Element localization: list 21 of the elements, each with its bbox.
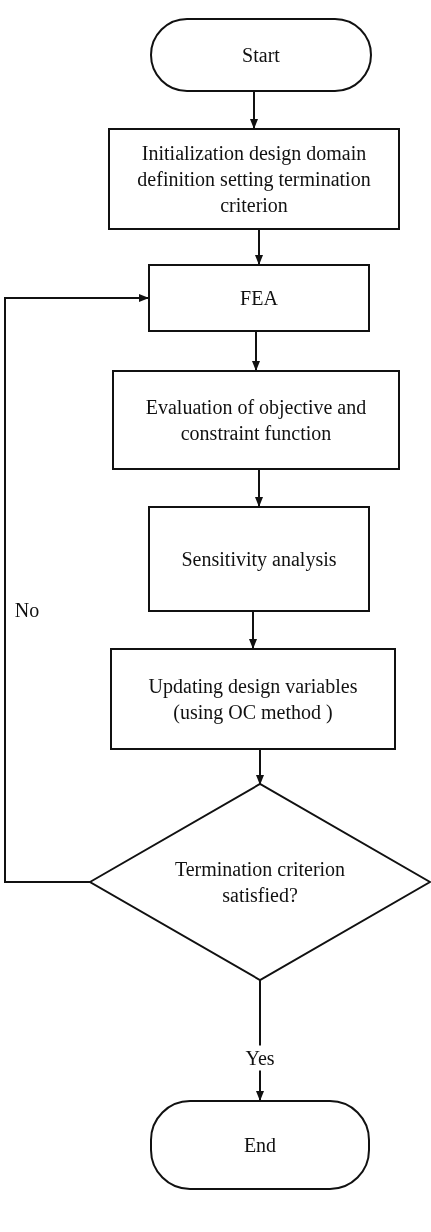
node-text: Sensitivity analysis bbox=[181, 547, 337, 572]
process-box bbox=[112, 370, 400, 470]
node-text: Start bbox=[242, 43, 280, 68]
process-box bbox=[108, 128, 400, 230]
node-text: Initialization design domain definition setting termination criterion bbox=[136, 141, 372, 218]
arrow bbox=[250, 91, 258, 129]
node-text: Evaluation of objective and constraint function bbox=[144, 395, 368, 446]
node-text: End bbox=[243, 1133, 277, 1158]
arrow bbox=[255, 229, 263, 265]
node-text: FEA bbox=[240, 286, 278, 311]
arrow bbox=[4, 294, 149, 883]
terminal-box bbox=[150, 1100, 370, 1190]
arrow bbox=[252, 331, 260, 371]
node-text: Updating design variables (using OC method ) bbox=[147, 674, 359, 725]
node-text: Termination criterion satisfied? bbox=[173, 857, 347, 908]
process-box bbox=[148, 264, 370, 332]
process-box bbox=[110, 648, 396, 750]
arrow bbox=[255, 469, 263, 507]
process-box bbox=[148, 506, 370, 612]
arrow bbox=[256, 749, 264, 785]
arrow bbox=[249, 611, 257, 649]
